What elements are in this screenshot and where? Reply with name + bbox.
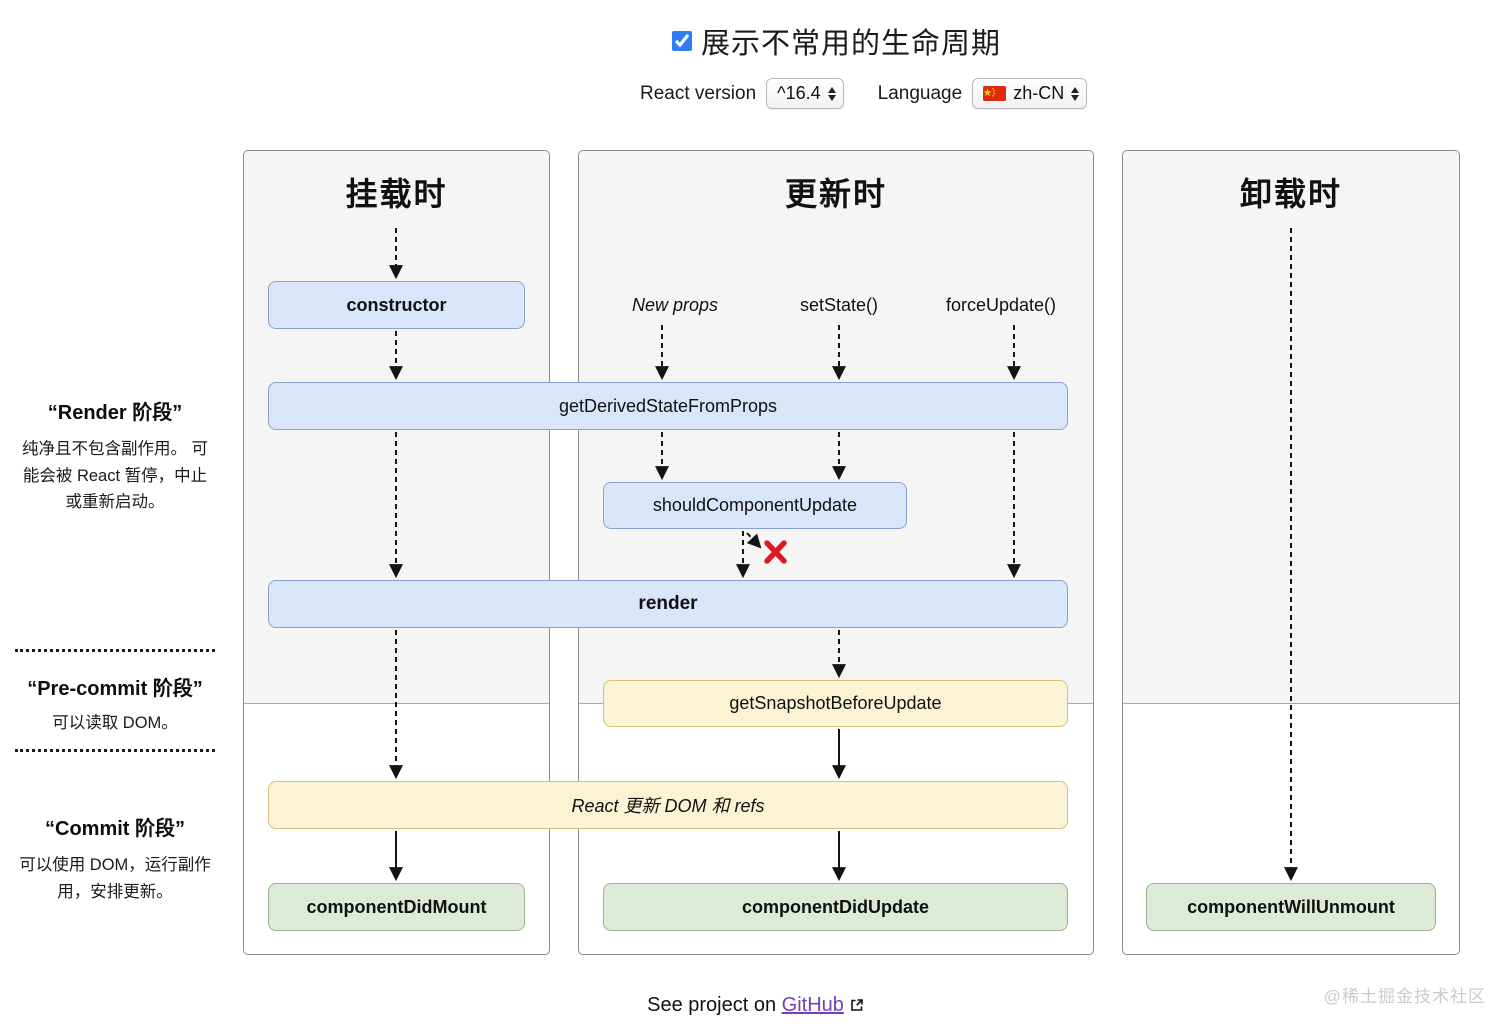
commit-phase-annotation: “Commit 阶段” 可以使用 DOM，运行副作用，安排更新。 [15, 812, 215, 905]
trigger-setstate[interactable]: setState() [799, 295, 879, 315]
show-less-common-lifecycles-control: 展示不常用的生命周期 [672, 20, 1001, 62]
column-updating-title: 更新时 [784, 176, 887, 212]
render-phase-description: 纯净且不包含副作用。 可能会被 React 暂停，中止或重新启动。 [21, 440, 209, 512]
language-label: Language [877, 82, 963, 104]
trigger-new-props[interactable]: New props [631, 295, 719, 315]
phase-divider [15, 649, 215, 652]
node-componentdidupdate[interactable]: componentDidUpdate [603, 883, 1068, 931]
pre-commit-phase-annotation: “Pre-commit 阶段” 可以读取 DOM。 [15, 672, 215, 737]
react-version-select[interactable]: ^16.4 [766, 78, 844, 109]
china-flag-icon [983, 86, 1007, 101]
column-mounting-title: 挂载时 [345, 176, 448, 212]
footer-text: See project on [647, 994, 782, 1016]
language-select[interactable]: zh-CN [972, 78, 1088, 109]
node-componentwillunmount[interactable]: componentWillUnmount [1146, 883, 1436, 931]
react-version-value: ^16.4 [777, 83, 821, 103]
pre-commit-phase-title: “Pre-commit 阶段” [27, 678, 203, 700]
diagram-controls: React version ^16.4 Language zh-CN [640, 78, 1088, 109]
node-componentdidmount[interactable]: componentDidMount [268, 883, 525, 931]
column-mounting: 挂载时 [243, 150, 550, 955]
select-stepper-icon [1071, 86, 1080, 101]
external-link-icon [849, 996, 865, 1019]
render-phase-background [1123, 151, 1459, 704]
commit-phase-title: “Commit 阶段” [45, 818, 185, 840]
react-version-label: React version [640, 82, 757, 104]
footer: See project on GitHub [0, 994, 1512, 1019]
render-phase-title: “Render 阶段” [47, 402, 183, 424]
github-link[interactable]: GitHub [781, 994, 844, 1016]
render-phase-annotation: “Render 阶段” 纯净且不包含副作用。 可能会被 React 暂停，中止或… [15, 396, 215, 516]
language-value: zh-CN [1013, 83, 1065, 103]
column-unmounting: 卸载时 [1122, 150, 1460, 955]
node-constructor[interactable]: constructor [268, 281, 525, 329]
select-stepper-icon [827, 86, 836, 101]
column-unmounting-title: 卸载时 [1239, 176, 1342, 212]
node-getderivedstatefromprops[interactable]: getDerivedStateFromProps [268, 382, 1068, 430]
node-shouldcomponentupdate[interactable]: shouldComponentUpdate [603, 482, 907, 529]
node-render[interactable]: render [268, 580, 1068, 628]
node-react-updates-dom: React 更新 DOM 和 refs [268, 781, 1068, 829]
watermark: @稀土掘金技术社区 [1323, 987, 1486, 1006]
show-less-common-lifecycles-checkbox[interactable] [672, 31, 692, 51]
pre-commit-phase-description: 可以读取 DOM。 [52, 714, 178, 732]
page-title: 展示不常用的生命周期 [701, 28, 1002, 60]
phase-divider [15, 749, 215, 752]
column-updating: 更新时 [578, 150, 1094, 955]
node-getsnapshotbeforeupdate[interactable]: getSnapshotBeforeUpdate [603, 680, 1068, 727]
trigger-forceupdate[interactable]: forceUpdate() [945, 295, 1057, 315]
commit-phase-description: 可以使用 DOM，运行副作用，安排更新。 [19, 856, 211, 901]
